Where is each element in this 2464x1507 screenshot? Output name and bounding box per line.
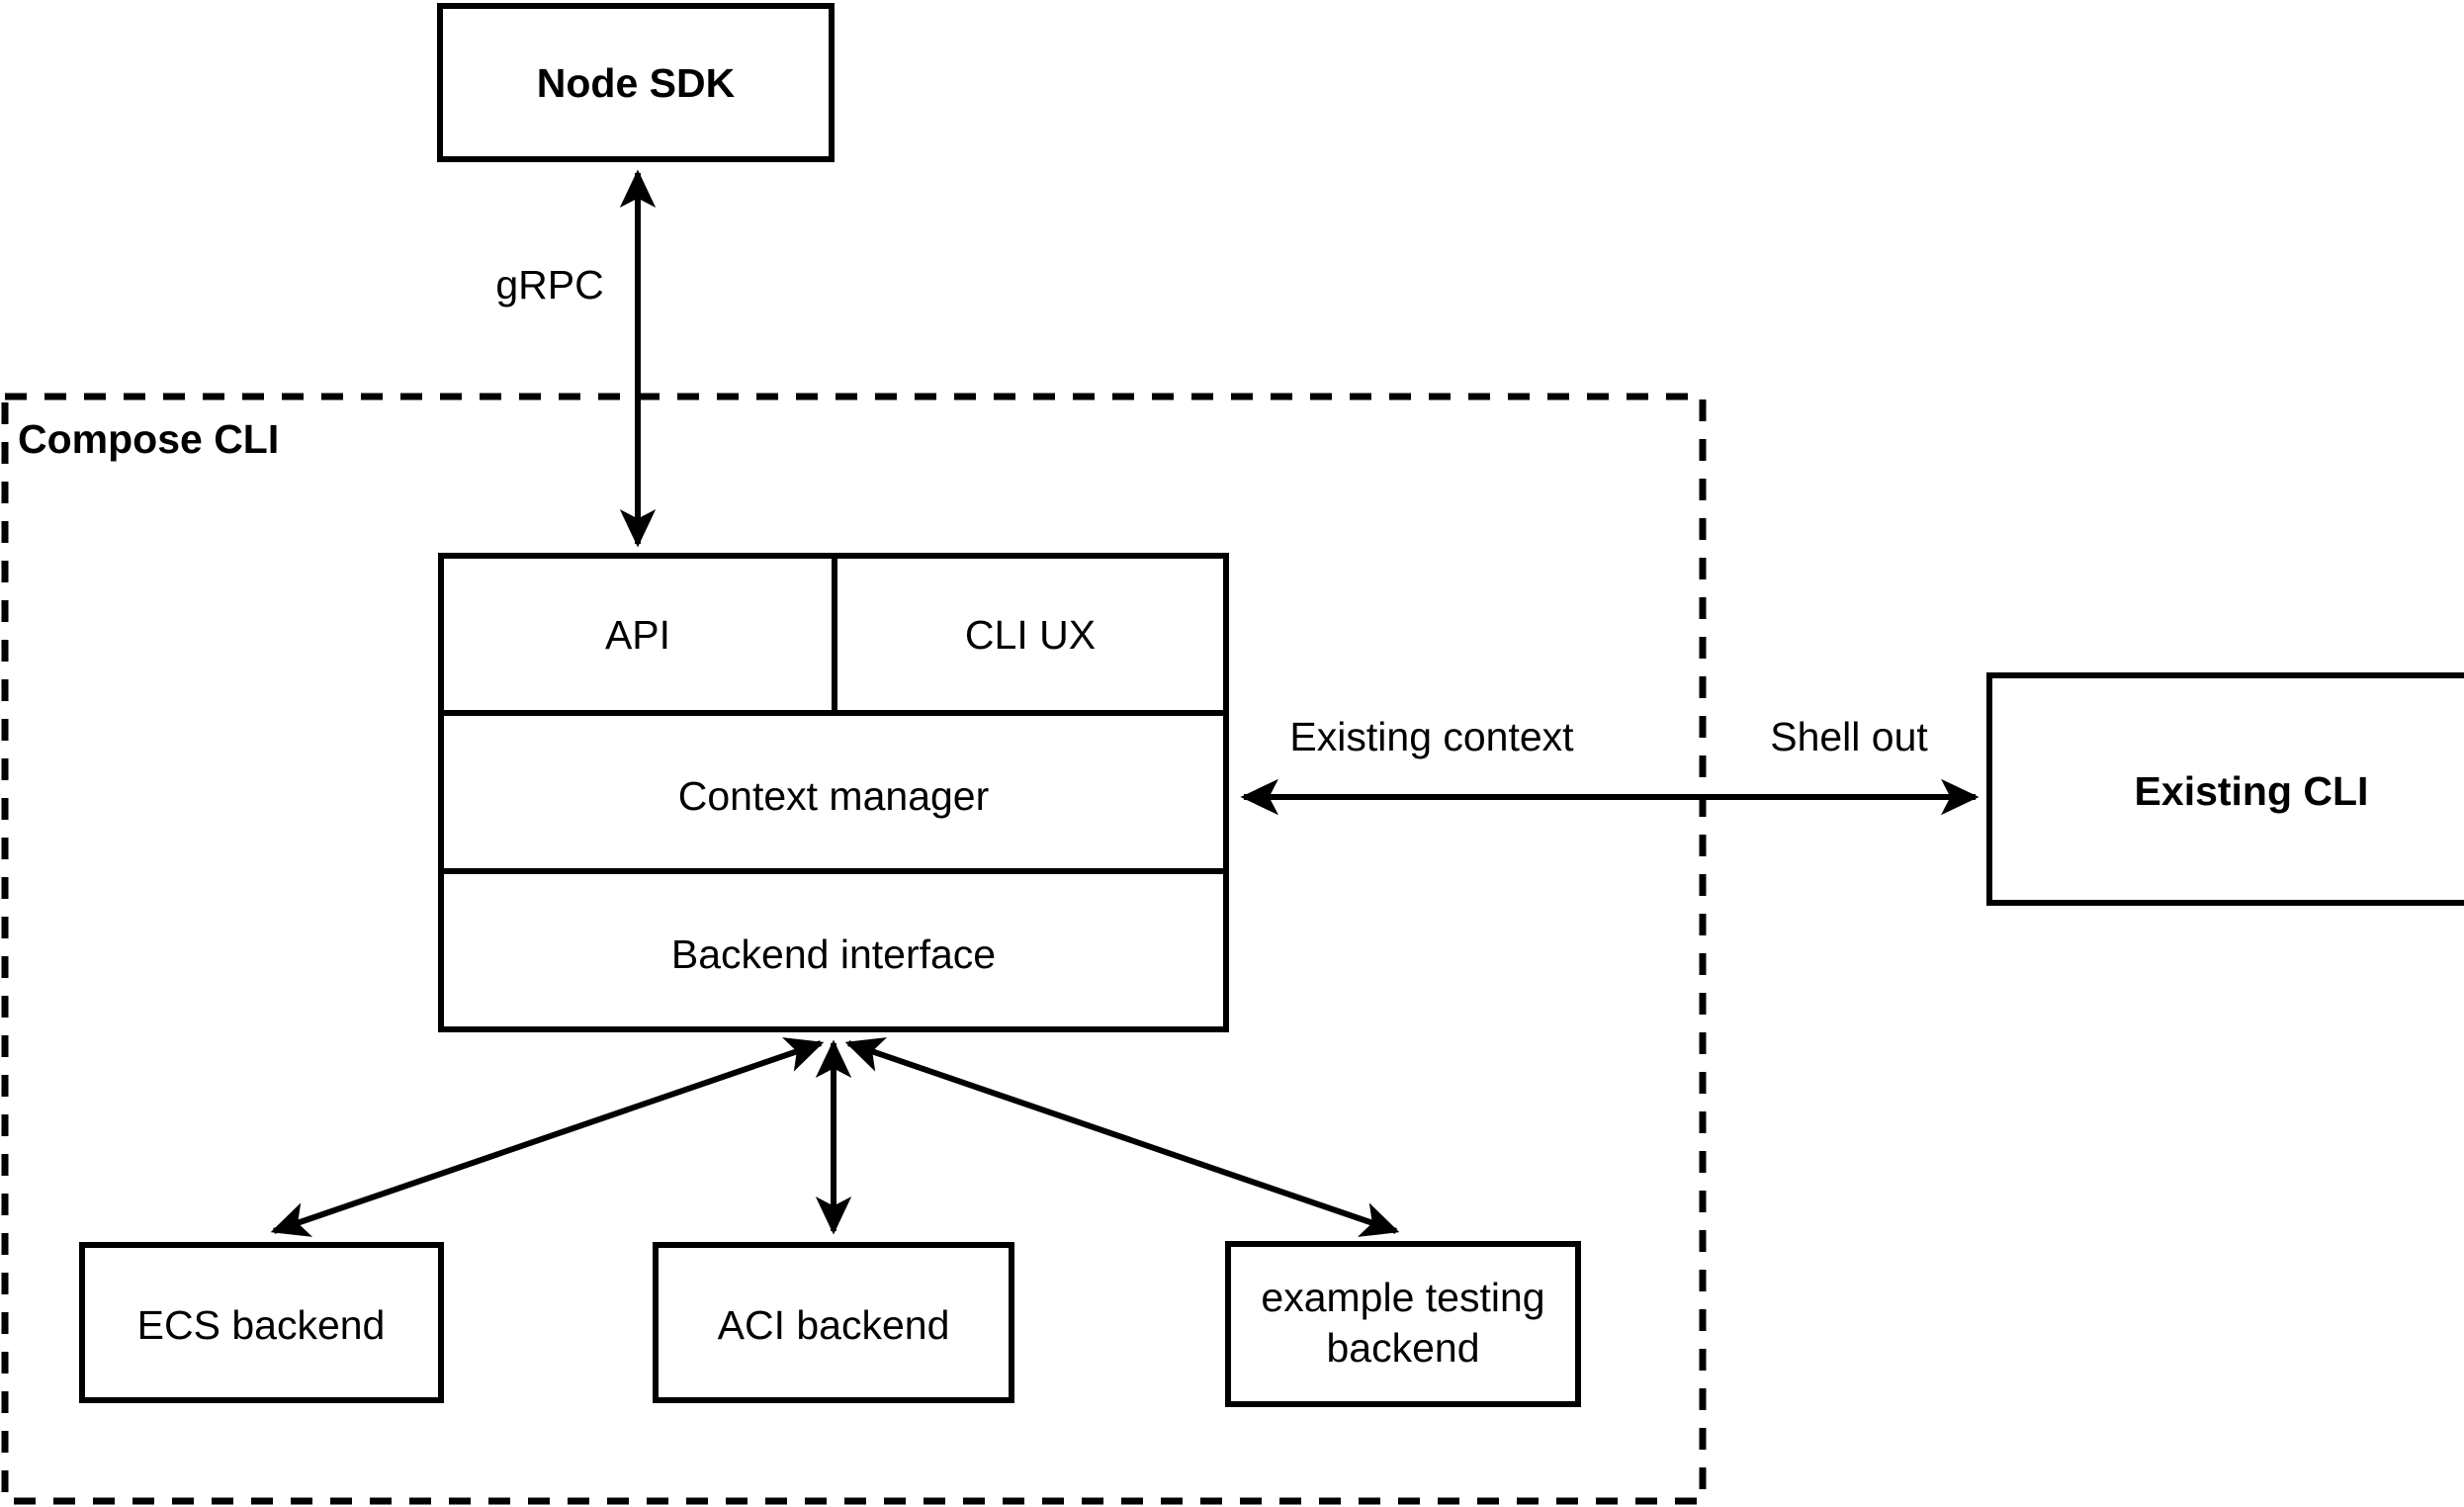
- aci-backend-label: ACI backend: [717, 1301, 950, 1348]
- edge-grpc-label: gRPC: [495, 261, 604, 308]
- compose-cli-container-label: Compose CLI: [18, 416, 280, 462]
- ecs-backend-label: ECS backend: [136, 1301, 386, 1348]
- edge-existing-context-label: Existing context: [1289, 713, 1574, 759]
- existing-cli-label: Existing CLI: [2134, 767, 2369, 814]
- node-sdk-label: Node SDK: [536, 59, 736, 106]
- edge-backend-ecs-line: [270, 1037, 825, 1237]
- api-label: API: [604, 611, 671, 658]
- compose-cli-container: [1, 393, 1707, 1505]
- ecs-backend-box: [79, 1242, 444, 1403]
- example-testing-backend-label: example testing backend: [1261, 1273, 1544, 1374]
- example-testing-backend-label-line2: backend: [1326, 1325, 1480, 1371]
- backend-interface-label: Backend interface: [670, 931, 997, 977]
- example-testing-backend-label-line1: example testing: [1261, 1274, 1545, 1320]
- edge-backend-example-line: [844, 1037, 1400, 1237]
- cli-ux-label: CLI UX: [964, 611, 1097, 658]
- aci-backend-box: [653, 1242, 1014, 1403]
- edge-shell-out-label: Shell out: [1770, 713, 1928, 759]
- context-manager-label: Context manager: [677, 772, 990, 819]
- existing-cli-box: [1986, 672, 2464, 906]
- node-sdk-box: [437, 3, 835, 162]
- example-testing-backend-box: [1225, 1241, 1581, 1407]
